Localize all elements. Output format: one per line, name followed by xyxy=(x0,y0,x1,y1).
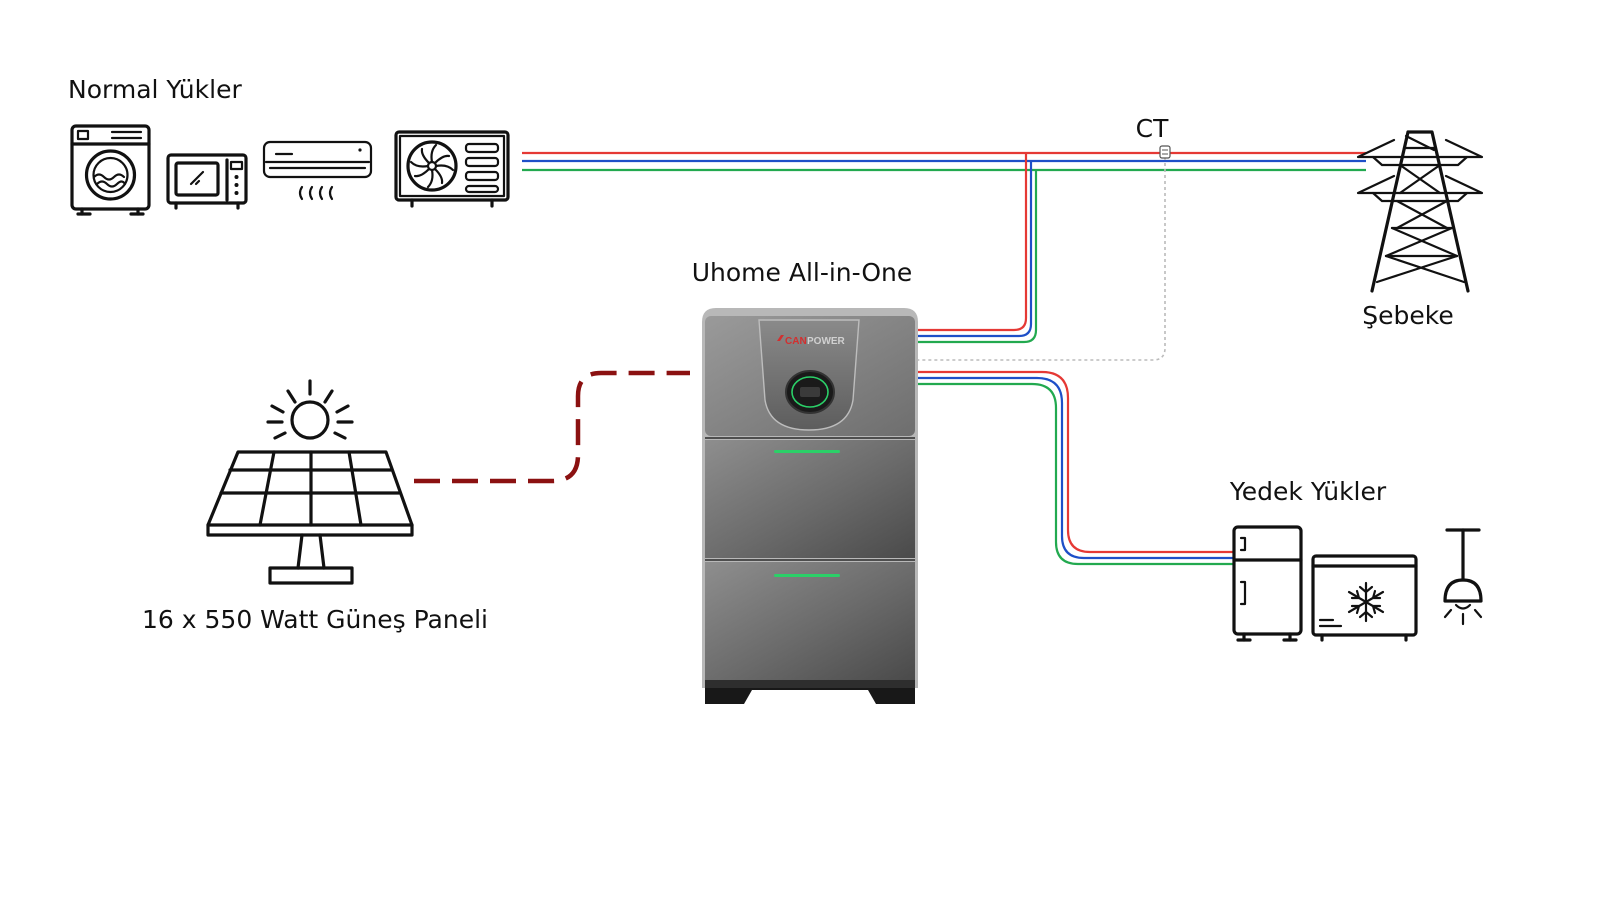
inverter-grid-connection xyxy=(912,153,1038,344)
ct-clamp xyxy=(1159,145,1171,159)
display-ring-icon xyxy=(791,376,829,408)
backup-loads-connection xyxy=(912,370,1234,566)
backup-blue-wire xyxy=(912,376,1234,560)
ceiling-lamp-icon xyxy=(1443,528,1483,626)
module-1-led-bar xyxy=(774,450,840,453)
grid-drop-red-wire xyxy=(912,153,1028,332)
brand-name-prefix: CAN xyxy=(785,336,807,347)
grid-drop-green-wire xyxy=(912,170,1038,344)
outdoor-ac-unit-icon xyxy=(394,130,510,208)
ct-signal-wire xyxy=(912,157,1166,361)
sun-icon xyxy=(266,379,354,440)
module-2-led-bar xyxy=(774,574,840,577)
power-tower-icon xyxy=(1356,130,1484,293)
backup-green-wire xyxy=(912,382,1234,566)
grid-label: Şebeke xyxy=(1362,301,1453,330)
device-label: Uhome All-in-One xyxy=(692,258,913,287)
backup-loads-label: Yedek Yükler xyxy=(1229,477,1387,506)
brand-logo-mark-icon xyxy=(777,335,784,341)
pv-dc-cable xyxy=(414,370,690,484)
chest-freezer-icon xyxy=(1311,554,1418,642)
microwave-icon xyxy=(166,153,248,210)
uhome-all-in-one-unit: CAN POWER xyxy=(702,308,918,704)
washing-machine-icon xyxy=(70,124,151,216)
backup-red-wire xyxy=(912,370,1234,554)
normal-loads-label: Normal Yükler xyxy=(68,75,242,104)
ac-grid-bus xyxy=(522,151,1366,172)
solar-panel-icon xyxy=(206,450,414,585)
refrigerator-icon xyxy=(1232,525,1303,642)
solar-label: 16 x 550 Watt Güneş Paneli xyxy=(142,605,488,634)
ct-label: CT xyxy=(1136,114,1169,143)
brand-name-suffix: POWER xyxy=(807,336,846,347)
grid-drop-blue-wire xyxy=(912,161,1033,338)
air-conditioner-icon xyxy=(262,140,373,201)
